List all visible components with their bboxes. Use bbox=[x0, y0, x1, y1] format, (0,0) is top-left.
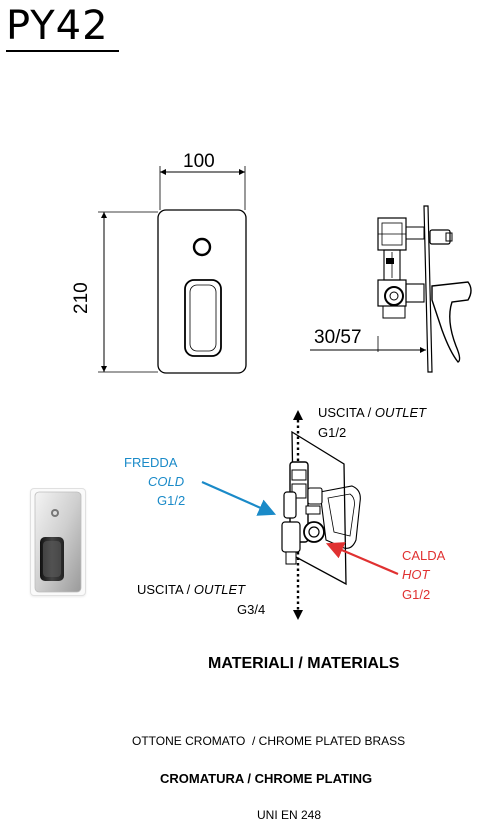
outlet-top-label: USCITA / OUTLET bbox=[318, 405, 426, 421]
product-photo-icon bbox=[34, 491, 82, 593]
depth-dimension-label: 30/57 bbox=[314, 327, 362, 348]
side-view bbox=[310, 205, 472, 373]
outlet-bottom-label-en: OUTLET bbox=[193, 582, 246, 597]
width-dimension-label: 100 bbox=[183, 151, 215, 172]
plating-heading: CROMATURA / CHROME PLATING bbox=[160, 771, 373, 786]
hot-label: CALDA bbox=[402, 548, 446, 563]
plating-standard: UNI EN 248 bbox=[257, 808, 322, 822]
diverter-knob bbox=[192, 237, 212, 257]
side-diverter-knob bbox=[429, 229, 451, 245]
material-description: OTTONE CROMATO / CHROME PLATED BRASS bbox=[132, 734, 406, 748]
hot-label-en: HOT bbox=[402, 567, 430, 582]
outlet-bottom-label: USCITA / OUTLET bbox=[137, 582, 245, 598]
materials-heading: MATERIALI / MATERIALS bbox=[208, 655, 400, 672]
outlet-top-label-prefix: USCITA / bbox=[318, 405, 375, 420]
mixer-lever bbox=[184, 279, 222, 357]
cold-inlet-arrow bbox=[201, 480, 277, 516]
cold-label-en: COLD bbox=[148, 474, 185, 489]
front-view bbox=[98, 166, 247, 374]
hot-size: G1/2 bbox=[402, 587, 431, 602]
product-thumbnail bbox=[30, 488, 86, 596]
cold-size: G1/2 bbox=[157, 493, 186, 508]
model-code: PY42 bbox=[6, 3, 109, 49]
cold-label: FREDDA bbox=[124, 455, 178, 470]
outlet-bottom-label-prefix: USCITA / bbox=[137, 582, 194, 597]
outlet-top-label-en: OUTLET bbox=[374, 405, 427, 420]
outlet-bottom-size: G3/4 bbox=[237, 602, 266, 617]
model-code-underline bbox=[6, 50, 119, 52]
connection-diagram bbox=[201, 410, 399, 620]
hot-inlet-arrow bbox=[325, 542, 399, 576]
outlet-top-size: G1/2 bbox=[318, 425, 347, 440]
side-plate bbox=[423, 205, 433, 373]
side-lever bbox=[431, 281, 472, 363]
cover-plate bbox=[157, 209, 247, 374]
height-dimension-label: 210 bbox=[71, 282, 92, 314]
